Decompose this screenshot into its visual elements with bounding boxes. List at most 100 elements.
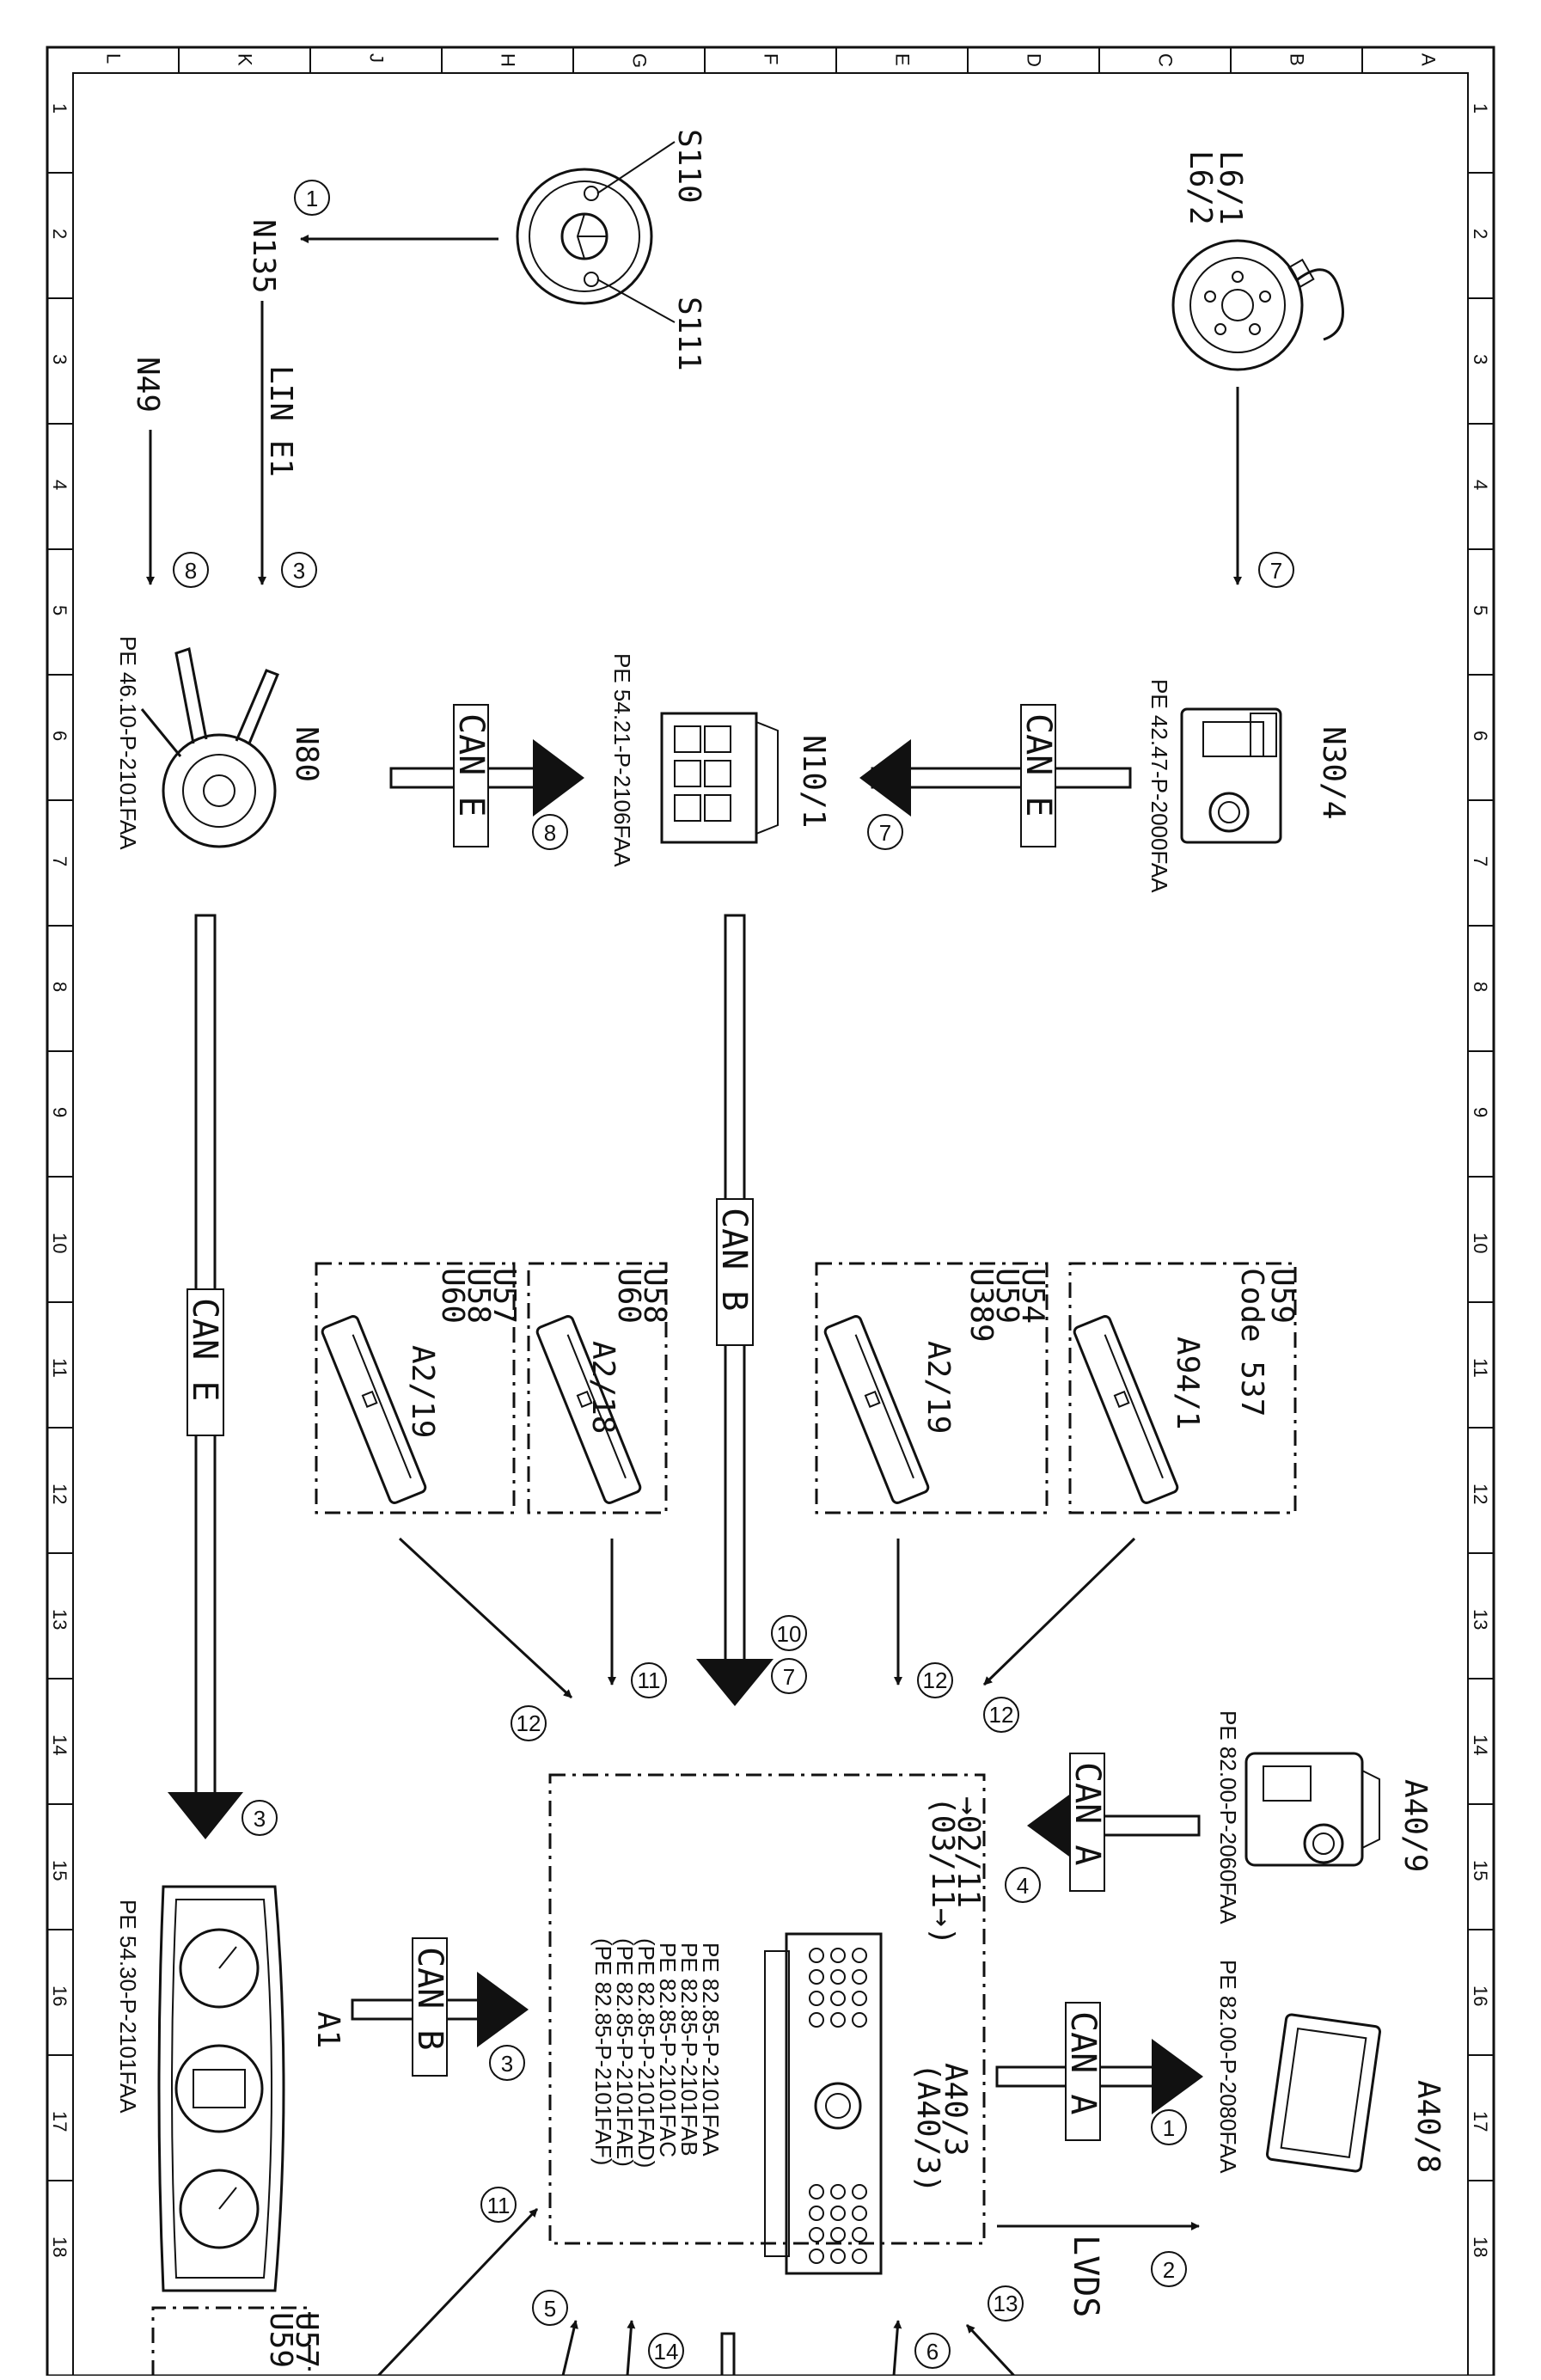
bus-can-a-1-label: CAN A: [1067, 1762, 1107, 1865]
box3-line2: U60: [611, 1268, 646, 1324]
bus-can-a-2-arrowhead: [1152, 2039, 1203, 2114]
column-label: F: [761, 53, 782, 64]
row-label: 6: [49, 731, 70, 741]
row-label: 13: [49, 1609, 70, 1630]
n10-1-ref: PE 54.21-P-2106FAA: [609, 653, 635, 867]
row-label: 3: [1470, 354, 1491, 364]
marker-14-text: 13: [994, 2291, 1018, 2316]
leader-s111: [596, 278, 676, 323]
box2-line4: A2/19: [920, 1341, 956, 1434]
l6-label-2: L6/2: [1183, 150, 1218, 225]
n10-1-module-icon: [660, 712, 779, 844]
row-label: 7: [49, 856, 70, 866]
marker-7c: [771, 1658, 807, 1694]
row-label: 16: [49, 1985, 70, 2006]
a1-cluster-icon: [157, 1885, 285, 2292]
marker-1-text: 1: [306, 186, 318, 211]
bus-can-a-1-arrowhead: [1027, 1788, 1079, 1863]
column-label: L: [103, 53, 125, 64]
box1-module-icon: [1073, 1315, 1179, 1504]
marker-3c-text: 3: [501, 2051, 513, 2077]
row-label: 17: [49, 2111, 70, 2132]
row-label: 3: [49, 354, 70, 364]
marker-1b-text: 1: [1163, 2115, 1175, 2141]
bus-can-e-3-tag: [187, 1288, 224, 1436]
n80-label: N80: [289, 726, 324, 782]
a40-9-label: A40/9: [1397, 1779, 1433, 1872]
box1-line1: U59: [1264, 1268, 1299, 1324]
box2-line3: U389: [963, 1268, 999, 1343]
option-box-3: [527, 1262, 668, 1514]
column-label: J: [366, 53, 388, 63]
a40-3-ref-4: (PE 82.85-P-2101FAD): [633, 1938, 659, 2168]
arrow-box1-to-a40-3: [982, 1537, 1136, 1686]
row-label: 2: [1470, 229, 1491, 239]
box4-line1: U57: [486, 1268, 522, 1324]
marker-13-text: 14: [654, 2339, 679, 2365]
arrow-bottom-13: [626, 2320, 636, 2377]
bottom-partial-box: [151, 2306, 311, 2376]
option-box-1: [1068, 1262, 1297, 1514]
n10-1-label: N10/1: [796, 735, 831, 828]
marker-3b: [242, 1800, 278, 1836]
column-label: H: [498, 53, 519, 67]
box2-module-icon: [823, 1315, 930, 1504]
a40-3-date-1: →02/11: [951, 1796, 986, 1908]
n49-label: N49: [130, 357, 165, 413]
row-label: 10: [1470, 1233, 1491, 1253]
box2-line2: U59: [989, 1268, 1024, 1324]
marker-5-text: 5: [544, 2296, 556, 2322]
marker-7b-text: 7: [879, 820, 891, 846]
a40-9-ref: PE 82.00-P-2060FAA: [1215, 1710, 1241, 1924]
column-label: K: [235, 53, 256, 66]
bus-can-e-1-label: CAN E: [1018, 713, 1058, 817]
lin-e1-label: LIN E1: [263, 365, 298, 477]
marker-12b-text: 12: [923, 1667, 948, 1693]
box1-line3: A94/1: [1170, 1337, 1205, 1429]
s110-label: S110: [671, 129, 706, 204]
n135-label: N135: [246, 219, 281, 294]
bus-can-e-1-arrowhead: [859, 739, 911, 817]
marker-8a: [173, 552, 209, 588]
a40-3-box: [548, 1773, 986, 2245]
box2-line1: U54: [1015, 1268, 1050, 1324]
row-label: 4: [1470, 480, 1491, 490]
column-label: A: [1418, 53, 1440, 66]
a40-3-label-1: A40/3: [938, 2063, 973, 2156]
row-label: 9: [49, 1107, 70, 1117]
arrow-bottom-6: [892, 2320, 902, 2377]
bus-can-b-2-arrowhead: [477, 1972, 529, 2047]
n80-switch-icon: [140, 647, 279, 848]
bus-can-e-2-arrowhead: [533, 739, 584, 817]
bus-can-b-2-tag: [412, 1937, 448, 2077]
a40-8-display-icon: [1265, 2013, 1382, 2173]
row-label: 1: [1470, 103, 1491, 113]
arrow-box4-to-a40-3: [398, 1537, 573, 1699]
bus-can-b-2-label: CAN B: [410, 1947, 449, 2050]
box3-module-icon: [535, 1315, 642, 1504]
marker-3b-text: 3: [254, 1806, 266, 1832]
arrow-bottom-5: [561, 2320, 578, 2377]
column-label: E: [892, 53, 914, 66]
bus-stub-bottom: [720, 2332, 736, 2377]
bus-can-e-3-label: CAN E: [185, 1298, 224, 1401]
box3-line1: U58: [637, 1268, 672, 1324]
row-label: 17: [1470, 2111, 1491, 2132]
marker-12b: [917, 1662, 953, 1698]
marker-8b: [532, 814, 568, 850]
a40-8-ref: PE 82.00-P-2080FAA: [1215, 1960, 1241, 2174]
row-label: 7: [1470, 856, 1491, 866]
box4-line2: U58: [461, 1268, 496, 1324]
bottom-box-line1: U57: [289, 2312, 324, 2368]
row-label: 14: [1470, 1735, 1491, 1755]
a40-3-ref-3: PE 82.85-P-2101FAC: [655, 1943, 681, 2157]
s111-label: S111: [671, 297, 706, 371]
leader-s110: [596, 141, 676, 194]
marker-14: [988, 2285, 1024, 2322]
bus-can-b-1-tag: [716, 1198, 754, 1346]
bus-can-a-2-label: CAN A: [1063, 2011, 1103, 2114]
box4-line4: A2/19: [405, 1345, 440, 1438]
